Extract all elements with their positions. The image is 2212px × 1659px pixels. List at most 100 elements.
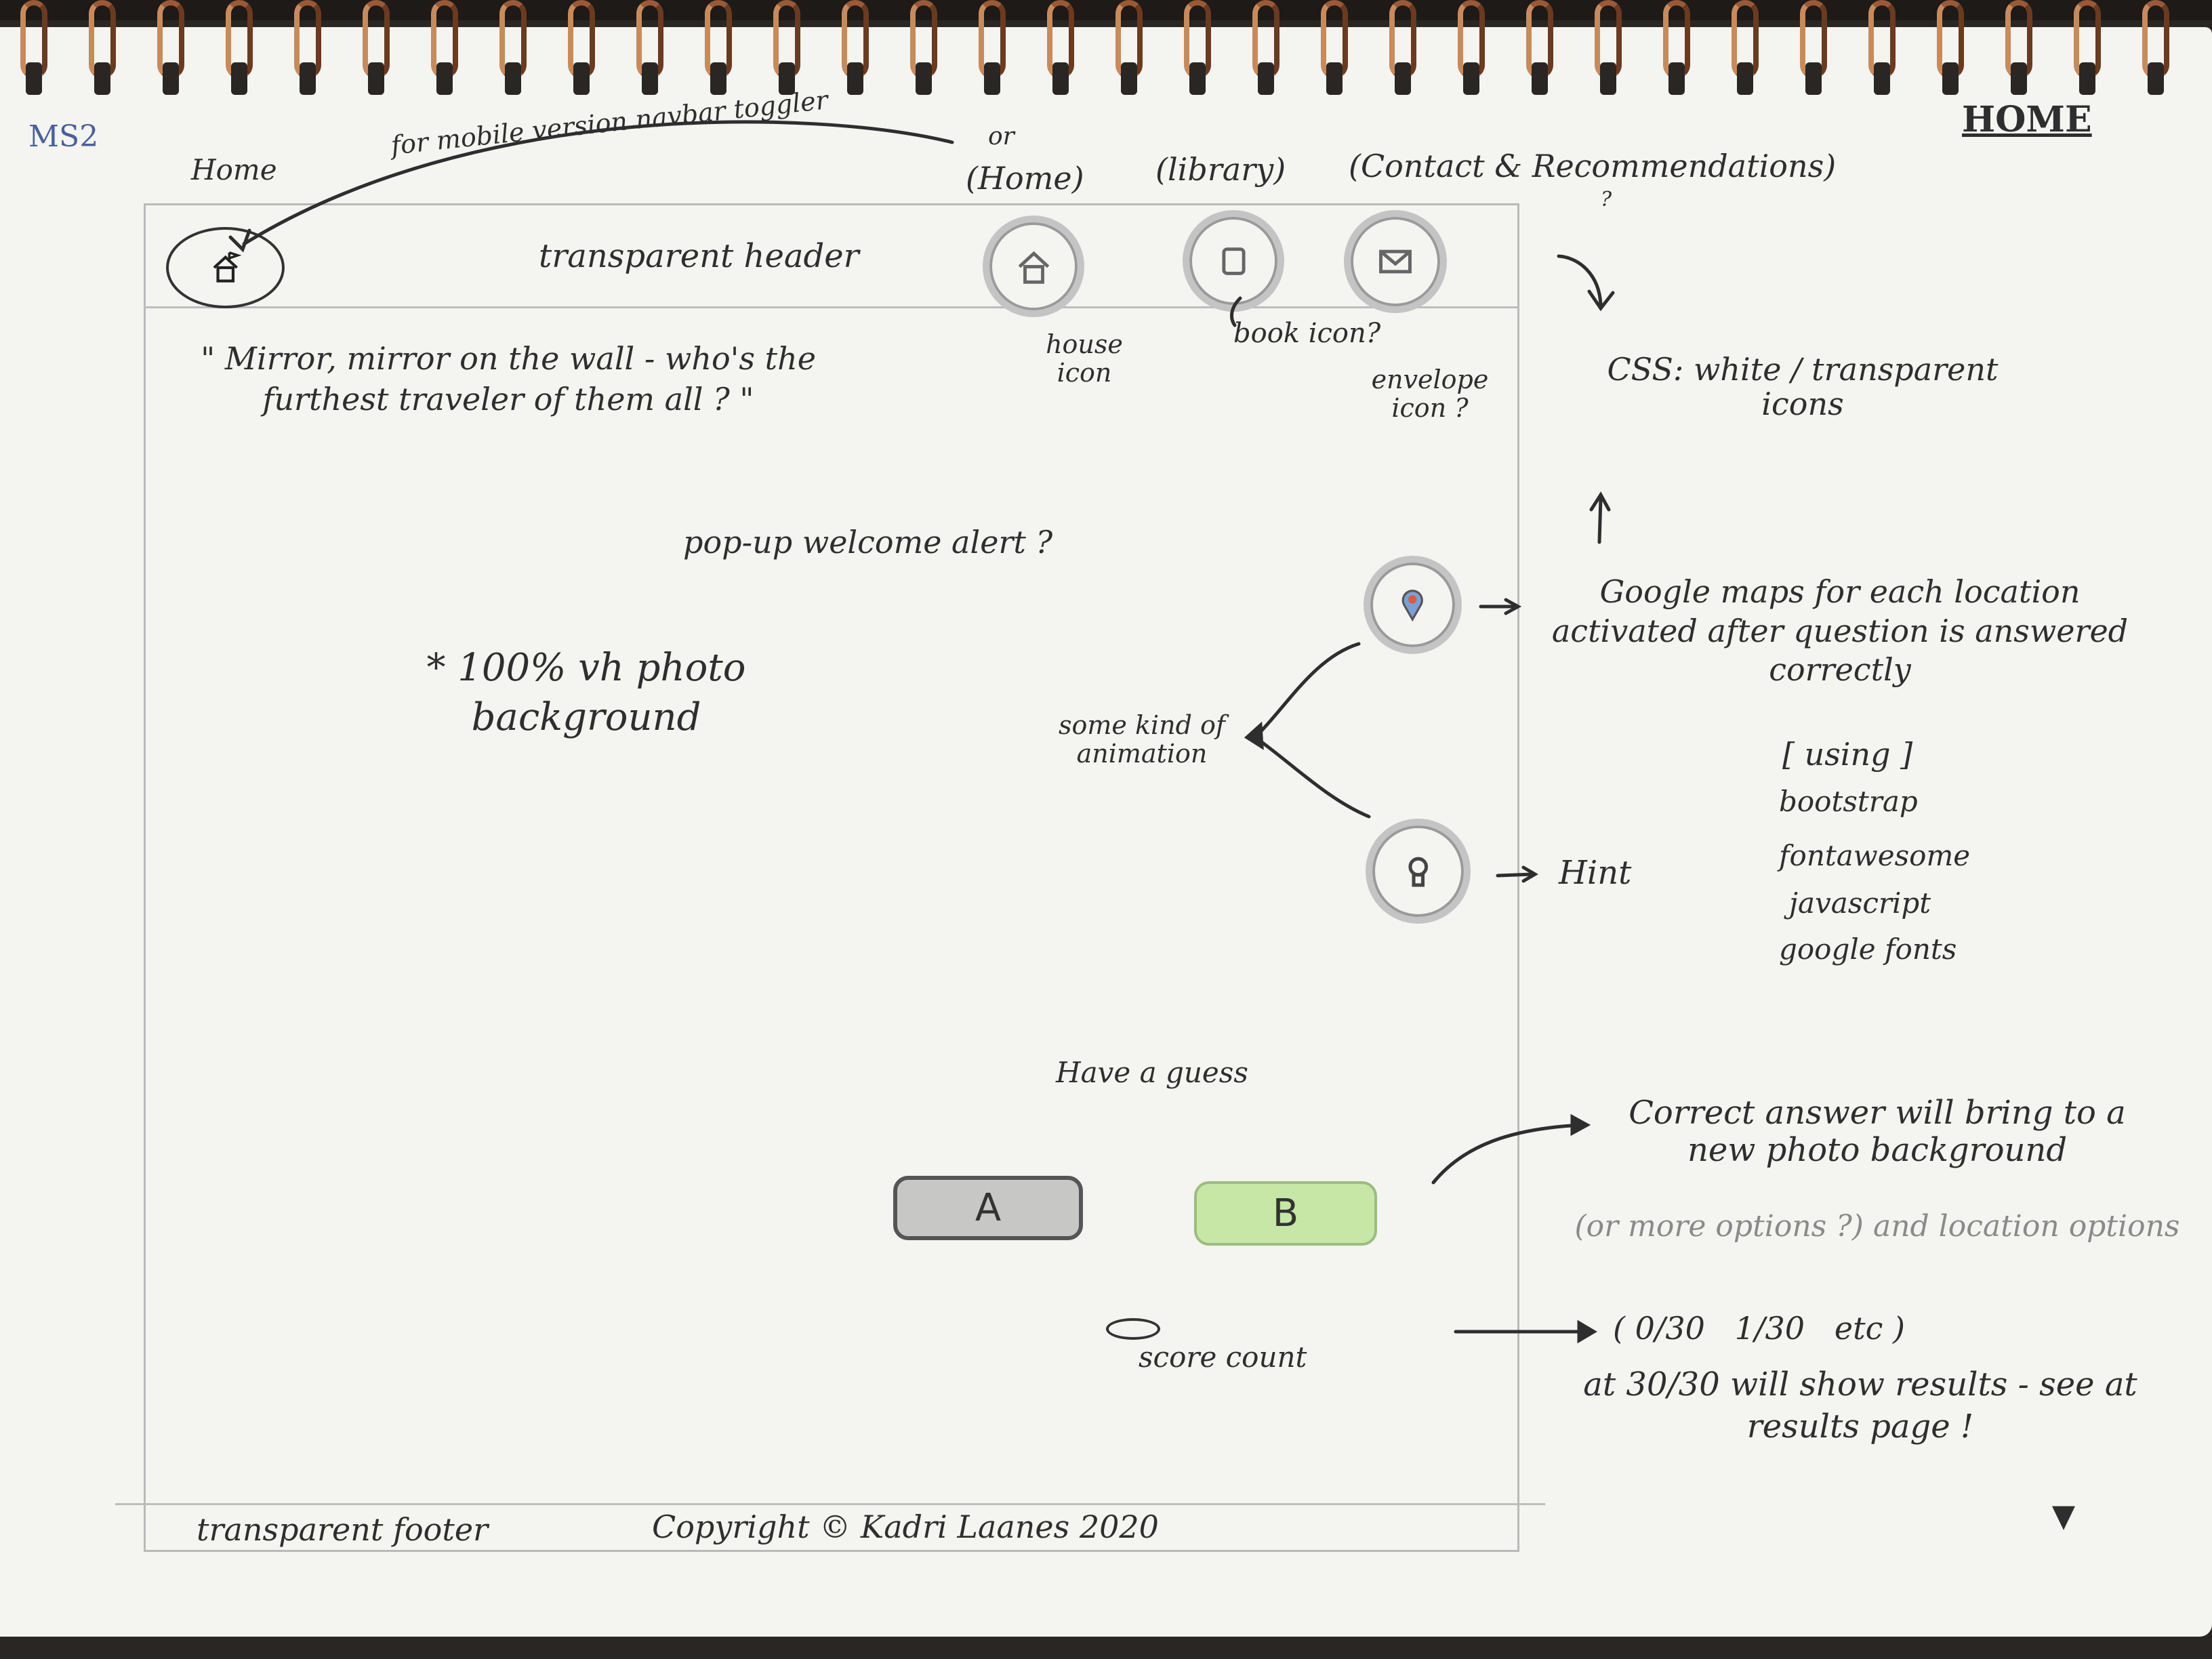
binder-hole bbox=[94, 62, 110, 95]
binder-hole bbox=[1805, 62, 1822, 95]
binder-hole bbox=[1395, 62, 1411, 95]
house-flag-icon bbox=[213, 251, 242, 283]
binder-hole bbox=[300, 62, 316, 95]
quote-text: " Mirror, mirror on the wall - who's the… bbox=[201, 340, 816, 417]
binder-hole bbox=[779, 62, 795, 95]
answer-a-button[interactable]: A bbox=[893, 1176, 1083, 1240]
binder-hole bbox=[1532, 62, 1548, 95]
binder-hole bbox=[1874, 62, 1890, 95]
hint-note: Hint bbox=[1559, 854, 1632, 892]
book-icon-note: book icon? bbox=[1233, 318, 1381, 349]
options-note: (or more options ?) and location options bbox=[1574, 1209, 2180, 1244]
using-item-bootstrap: bootstrap bbox=[1779, 785, 1918, 818]
css-arrow-up bbox=[1597, 496, 1603, 544]
maps-arrowhead bbox=[1504, 598, 1522, 615]
score-arrowhead bbox=[1577, 1319, 1597, 1344]
corner-label-ms2: MS2 bbox=[28, 119, 99, 154]
footer-copyright: Copyright © Kadri Laanes 2020 bbox=[652, 1509, 1159, 1545]
binder-hole bbox=[436, 62, 453, 95]
house-icon bbox=[1018, 251, 1049, 284]
results-arrowhead bbox=[2052, 1506, 2075, 1530]
label-contact-question: ? bbox=[1601, 188, 1612, 211]
animation-line-hint bbox=[1255, 737, 1371, 819]
footer-label: transparent footer bbox=[197, 1511, 489, 1548]
score-indicator bbox=[1106, 1318, 1160, 1340]
book-icon bbox=[1221, 247, 1246, 275]
binder-hole bbox=[2011, 62, 2027, 95]
binder-hole bbox=[847, 62, 863, 95]
map-button[interactable] bbox=[1364, 556, 1462, 654]
binder-hole bbox=[1052, 62, 1069, 95]
notebook-page bbox=[0, 27, 2212, 1637]
navbar-toggler-button[interactable] bbox=[166, 227, 285, 308]
footer-divider bbox=[115, 1503, 1545, 1505]
binder-hole bbox=[984, 62, 1000, 95]
correct-arrowhead bbox=[1570, 1113, 1591, 1136]
using-item-google-fonts: google fonts bbox=[1779, 933, 1957, 966]
binder-hole bbox=[1121, 62, 1137, 95]
css-note: CSS: white / transparent icons bbox=[1607, 351, 1999, 422]
toggler-arrow bbox=[242, 120, 954, 246]
label-contact: (Contact & Recommendations) bbox=[1349, 148, 1837, 184]
answer-b-button[interactable]: B bbox=[1194, 1181, 1377, 1246]
binder-hole bbox=[1737, 62, 1753, 95]
nav-contact-button[interactable] bbox=[1344, 210, 1447, 313]
binder-hole bbox=[710, 62, 726, 95]
animation-arrowhead bbox=[1244, 721, 1264, 750]
hint-arrowhead bbox=[1521, 865, 1538, 883]
library-underline bbox=[1230, 296, 1242, 327]
using-title: [ using ] bbox=[1782, 736, 1913, 773]
label-home: Home bbox=[191, 153, 277, 186]
score-label: score count bbox=[1139, 1340, 1307, 1374]
animation-line-map bbox=[1255, 642, 1361, 737]
correct-arrow bbox=[1431, 1123, 1584, 1185]
binder-hole bbox=[2079, 62, 2095, 95]
score-note: at 30/30 will show results - see at resu… bbox=[1583, 1366, 2137, 1446]
hint-arrow bbox=[1496, 872, 1535, 878]
map-pin-icon bbox=[1401, 590, 1424, 622]
hint-button[interactable] bbox=[1366, 819, 1471, 924]
css-arrow-up-head bbox=[1589, 491, 1611, 512]
binder-hole bbox=[368, 62, 384, 95]
label-home-paren: (Home) bbox=[966, 160, 1084, 197]
binder-hole bbox=[163, 62, 179, 95]
animation-note: some kind of animation bbox=[1059, 710, 1225, 769]
house-icon-note: house icon bbox=[1046, 329, 1123, 388]
background-note: * 100% vh photo background bbox=[426, 646, 746, 739]
toggler-arrowhead bbox=[228, 228, 251, 253]
css-arrow-down bbox=[1557, 254, 1603, 307]
using-item-fontawesome: fontawesome bbox=[1779, 839, 1971, 872]
page-title-home: HOME bbox=[1962, 99, 2092, 140]
css-arrow-down-head bbox=[1587, 289, 1615, 312]
nav-home-button[interactable] bbox=[983, 216, 1084, 317]
binder-hole bbox=[1668, 62, 1685, 95]
binder-hole bbox=[916, 62, 932, 95]
maps-note: Google maps for each location activated … bbox=[1551, 573, 2129, 688]
header-divider bbox=[144, 306, 1519, 308]
binder-hole bbox=[505, 62, 521, 95]
envelope-icon bbox=[1379, 249, 1412, 274]
binder-hole bbox=[1463, 62, 1479, 95]
binder-hole bbox=[2148, 62, 2164, 95]
wireframe-viewport bbox=[144, 203, 1519, 1552]
label-or: or bbox=[988, 123, 1015, 150]
binder-hole bbox=[1942, 62, 1959, 95]
binder-hole bbox=[1326, 62, 1343, 95]
binder-hole bbox=[1258, 62, 1274, 95]
nav-library-button[interactable] bbox=[1183, 210, 1284, 312]
binder-hole bbox=[573, 62, 590, 95]
binder-hole bbox=[642, 62, 658, 95]
using-item-javascript: javascript bbox=[1789, 886, 1931, 920]
header-label: transparent header bbox=[539, 237, 859, 275]
correct-answer-note: Correct answer will bring to a new photo… bbox=[1629, 1094, 2126, 1170]
binder-hole bbox=[1189, 62, 1206, 95]
guess-prompt: Have a guess bbox=[1056, 1056, 1248, 1089]
label-library: (library) bbox=[1155, 151, 1286, 188]
popup-note: pop-up welcome alert ? bbox=[683, 524, 1053, 560]
score-range: ( 0/30 1/30 etc ) bbox=[1613, 1310, 1905, 1347]
lightbulb-icon bbox=[1408, 857, 1428, 887]
binder-hole bbox=[26, 62, 42, 95]
envelope-icon-note: envelope icon ? bbox=[1371, 365, 1489, 423]
binder-hole bbox=[1600, 62, 1616, 95]
